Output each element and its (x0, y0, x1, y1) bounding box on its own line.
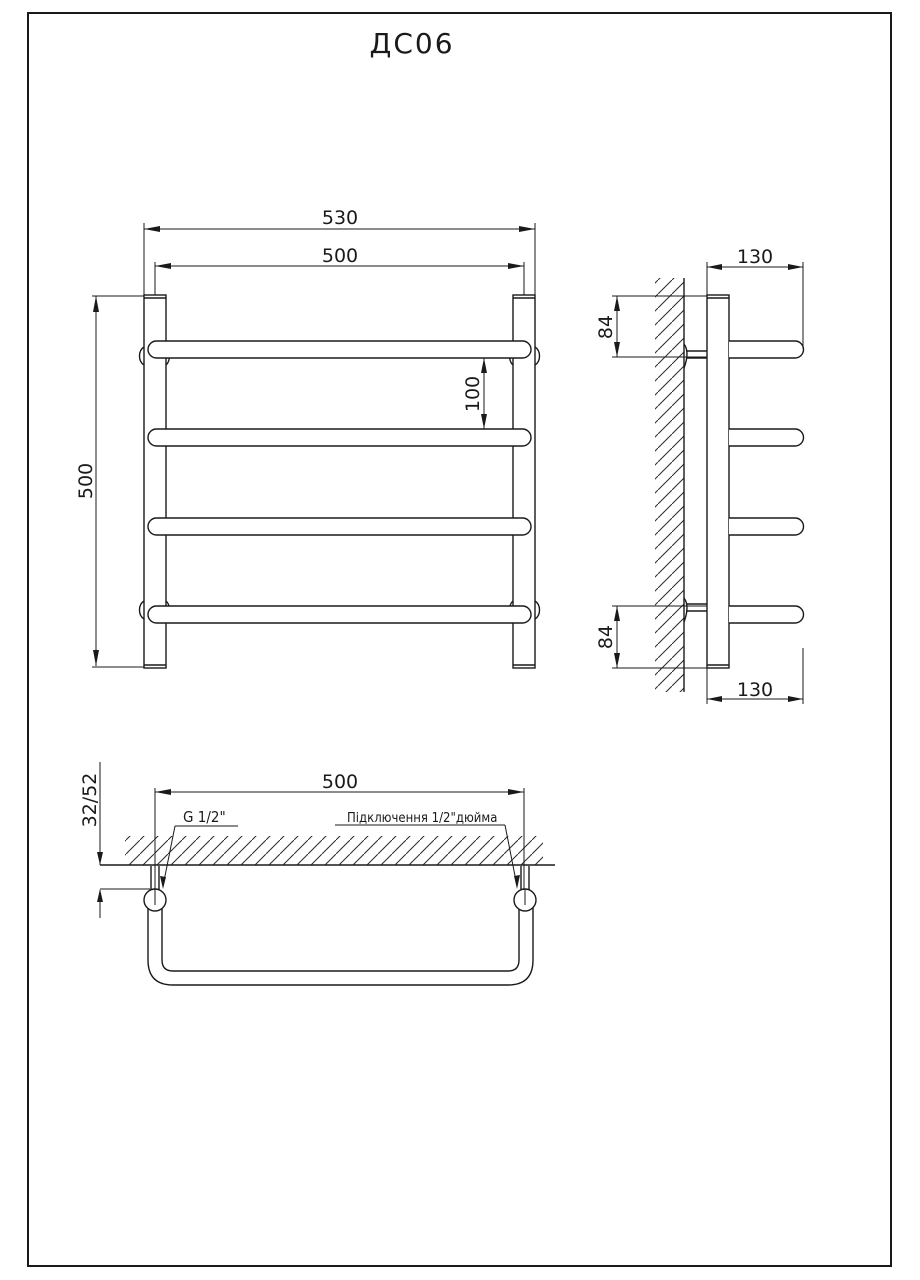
u-tube-inner (161, 905, 520, 972)
dimension-label-130-bottom: 130 (737, 679, 773, 701)
side-bar-1 (729, 340, 805, 359)
side-bar-4 (729, 605, 805, 624)
dimension-label-32-52: 32/52 (79, 773, 101, 828)
side-post (706, 294, 730, 669)
wall-hatch-top (125, 836, 543, 865)
dimension-label-84-bottom: 84 (595, 625, 617, 649)
front-view: 530 500 500 (75, 207, 541, 669)
towel-bar-1 (147, 340, 532, 359)
dimension-label-84-top: 84 (595, 315, 617, 339)
dimension-mount-offset-top: 84 (595, 295, 729, 358)
left-post (143, 294, 167, 669)
connection-label: Підключення 1/2"дюйма (347, 811, 497, 826)
wall-hatch-side (655, 278, 684, 692)
dimension-depth-top: 130 (706, 246, 804, 349)
side-view: 84 84 (595, 246, 805, 704)
dimension-wall-gap: 32/52 (79, 762, 150, 918)
dimension-label-530: 530 (322, 207, 358, 229)
towel-bar-2 (147, 428, 532, 447)
top-view: 500 32/52 G 1/2" Підключення 1/2"дюйма (79, 762, 555, 986)
drawing-title: ДС06 (369, 27, 454, 60)
towel-bar-3 (147, 517, 532, 536)
side-bar-2 (729, 428, 805, 447)
towel-bar-4 (147, 605, 532, 624)
u-tube-outer (147, 905, 534, 986)
side-bar-3 (729, 517, 805, 536)
dimension-depth-bottom: 130 (706, 648, 804, 704)
dimension-mount-offset-bottom: 84 (595, 605, 729, 669)
thread-label: G 1/2" (183, 808, 226, 826)
dimension-top-width: 500 (154, 771, 525, 900)
dimension-height: 500 (75, 295, 146, 668)
dimension-label-130-top: 130 (737, 246, 773, 268)
dimension-label-500-height: 500 (75, 463, 97, 499)
dimension-label-500-top-view: 500 (322, 771, 358, 793)
dimension-label-500-top: 500 (322, 245, 358, 267)
drawing-frame (27, 12, 892, 1267)
dimension-center-width: 500 (154, 245, 525, 296)
right-post (512, 294, 536, 669)
dimension-overall-width: 530 (143, 207, 536, 296)
dimension-label-100: 100 (462, 376, 484, 412)
dimension-bar-spacing: 100 (462, 358, 487, 429)
